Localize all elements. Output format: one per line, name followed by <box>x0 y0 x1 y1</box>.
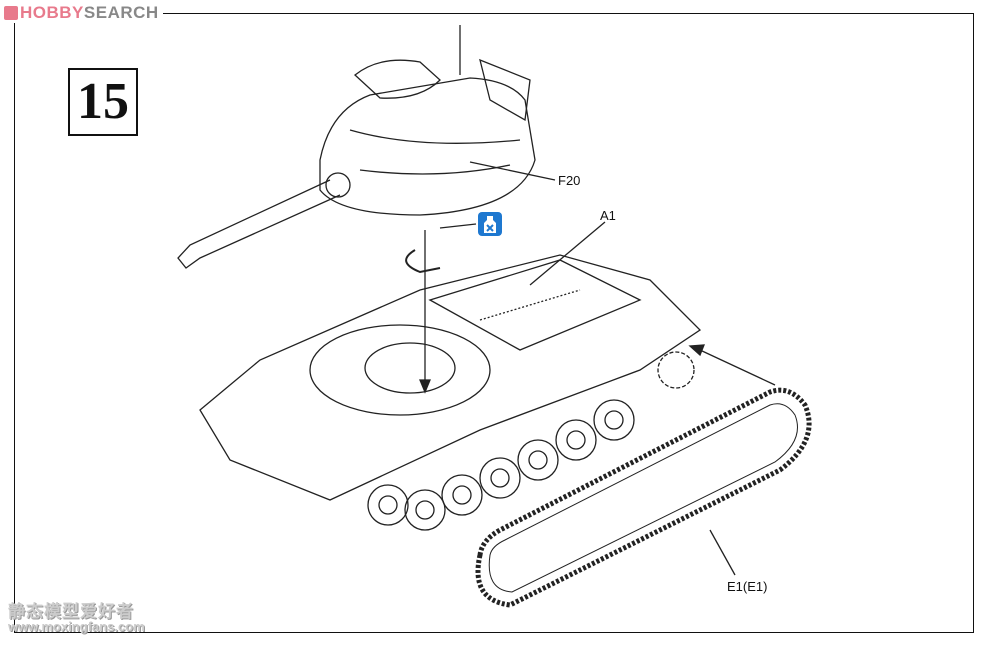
leader-glue <box>439 223 477 229</box>
hull-drawing <box>199 254 702 501</box>
arrow-head <box>419 379 431 394</box>
hobbysearch-watermark: HOBBYSEARCH <box>4 3 163 23</box>
rotation-arrow <box>405 249 441 274</box>
no-glue-icon <box>478 212 502 236</box>
callout-f20: F20 <box>558 173 581 188</box>
callout-e1: E1(E1) <box>727 579 768 594</box>
leader-a1 <box>529 221 606 286</box>
road-wheels-drawing <box>367 351 695 531</box>
step-number: 15 <box>68 68 138 136</box>
callout-a1: A1 <box>600 208 616 223</box>
instruction-frame <box>14 13 974 633</box>
leader-e1 <box>709 529 736 576</box>
track-arrow <box>699 349 776 386</box>
leader-f20 <box>469 161 556 181</box>
track-drawing <box>475 387 812 608</box>
turret-drawing <box>177 25 536 269</box>
moxingfans-watermark: 静态模型爱好者 www.moxingfans.com <box>8 602 145 634</box>
hobbysearch-logo-icon <box>4 6 18 20</box>
